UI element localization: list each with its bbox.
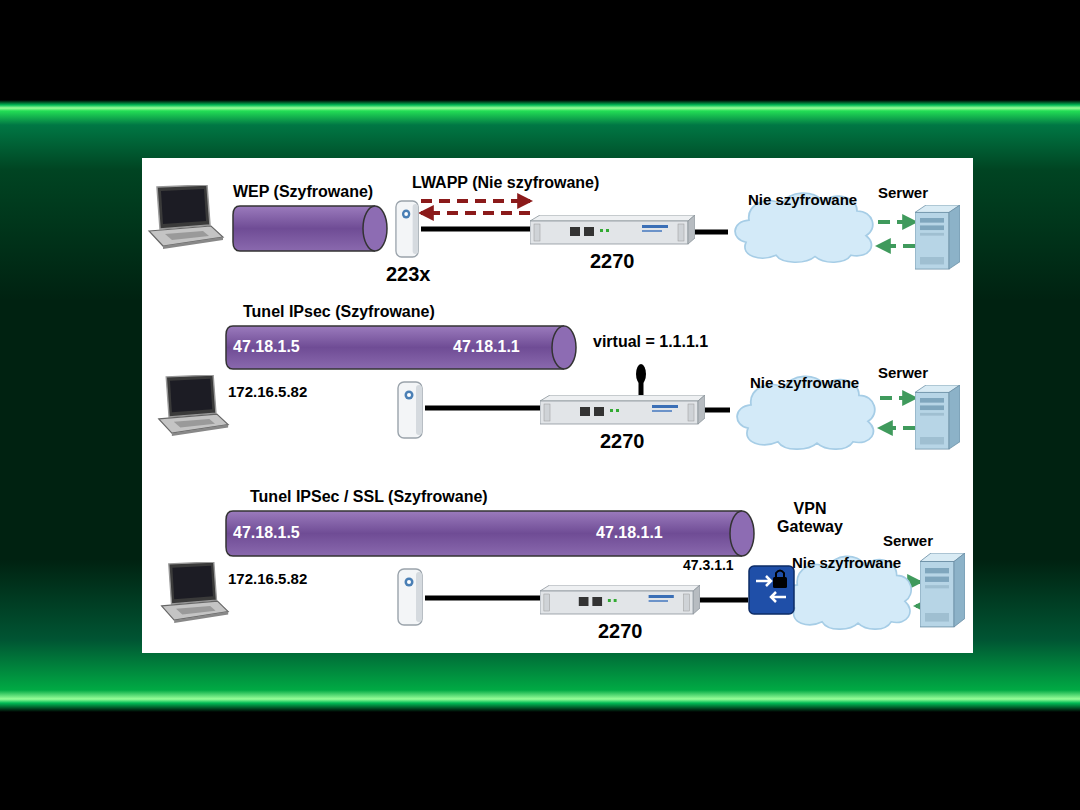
- cloud-node: Nie szyfrowane: [730, 368, 880, 450]
- connector: [916, 604, 920, 608]
- cloud-node: Nie szyfrowane: [728, 185, 878, 263]
- node-text: Serwer: [878, 364, 928, 381]
- tube-node: Tunel IPSec / SSL (Szyfrowane)47.18.1.54…: [225, 510, 755, 557]
- node-text: Tunel IPSec / SSL (Szyfrowane): [250, 488, 488, 506]
- ap-shape: [395, 200, 421, 258]
- address-label: virtual = 1.1.1.1: [593, 333, 708, 351]
- tube-shape: [225, 510, 755, 557]
- connector: [705, 408, 730, 413]
- node-text: Tunel IPsec (Szyfrowane): [243, 303, 435, 321]
- tube-node: Tunel IPsec (Szyfrowane)47.18.1.547.18.1…: [225, 325, 577, 370]
- node-text: 2270: [590, 250, 635, 273]
- ctrl-node: 2270: [540, 395, 705, 425]
- node-text: Nie szyfrowane: [750, 374, 859, 391]
- ctrl-shape: [530, 215, 695, 245]
- ctrl-shape: [540, 395, 705, 425]
- node-text: Serwer: [883, 532, 933, 549]
- node-text: WEP (Szyfrowane): [233, 183, 373, 201]
- cloud-node: Nie szyfrowane: [778, 548, 916, 630]
- tube-node: WEP (Szyfrowane): [232, 205, 388, 252]
- server-shape: [915, 385, 960, 450]
- ctrl-shape: [540, 585, 700, 615]
- node-text: 172.16.5.82: [228, 570, 307, 587]
- laptop-shape: [155, 375, 230, 437]
- connector: [880, 396, 915, 400]
- node-text: 47.18.1.5: [233, 338, 300, 356]
- connector: [421, 227, 530, 232]
- vpn-node: VPN Gateway: [748, 565, 795, 615]
- ctrl-node: 2270: [530, 215, 695, 245]
- ap-node: 223x: [395, 200, 421, 258]
- server-shape: [920, 553, 965, 628]
- server-node: Serwer: [915, 205, 960, 270]
- connector: [695, 230, 728, 235]
- connector: [880, 426, 915, 430]
- node-text: 172.16.5.82: [228, 383, 307, 400]
- laptop-node: 172.16.5.82: [155, 375, 230, 437]
- connector: [878, 220, 915, 224]
- node-text: 47.18.1.5: [233, 524, 300, 542]
- laptop-node: 172.16.5.82: [158, 562, 230, 624]
- node-text: VPN Gateway: [770, 500, 850, 537]
- laptop-shape: [158, 562, 230, 624]
- node-text: 47.18.1.1: [596, 524, 663, 542]
- connector: [700, 598, 748, 603]
- node-text: 223x: [386, 263, 431, 286]
- connector: [421, 199, 530, 203]
- connector: [421, 211, 530, 215]
- connector: [916, 580, 920, 584]
- server-node: Serwer: [920, 553, 965, 628]
- node-text: Nie szyfrowane: [748, 191, 857, 208]
- node-text: 2270: [600, 430, 645, 453]
- server-shape: [915, 205, 960, 270]
- ctrl-node: 2270: [540, 585, 700, 615]
- server-node: Serwer: [915, 385, 960, 450]
- tube-shape: [232, 205, 388, 252]
- node-text: Serwer: [878, 184, 928, 201]
- node-text: Nie szyfrowane: [792, 554, 901, 571]
- edge-label: LWAPP (Nie szyfrowane): [410, 174, 601, 192]
- connector: [878, 244, 915, 248]
- node-text: 2270: [598, 620, 643, 643]
- node-text: 47.18.1.1: [453, 338, 520, 356]
- address-label: 47.3.1.1: [683, 557, 734, 573]
- vpn-shape: [748, 565, 795, 615]
